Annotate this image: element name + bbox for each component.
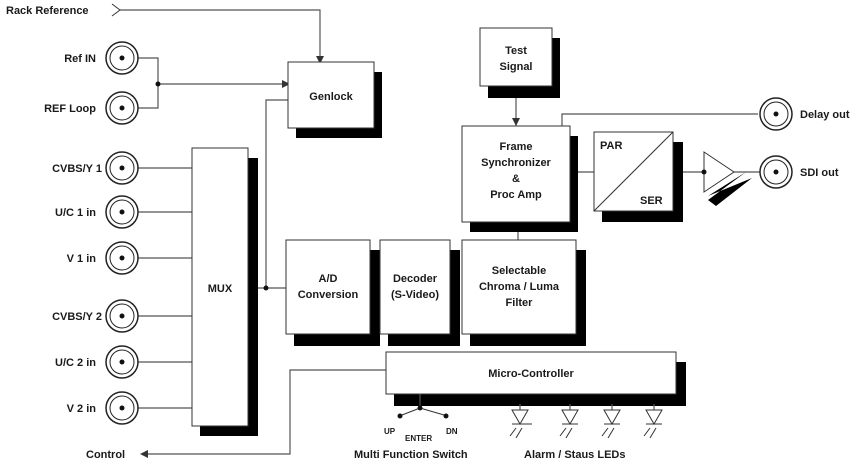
mux-label: MUX [208, 283, 233, 295]
arrow-down-icon [316, 56, 324, 64]
ref-loop-label: REF Loop [44, 103, 96, 115]
arrow-down-icon [512, 118, 520, 126]
v2-in-label: V 2 in [67, 403, 97, 415]
test-signal-block: Test Signal [479, 27, 560, 98]
cvbs-y1-label: CVBS/Y 1 [52, 163, 102, 175]
junction-dot [263, 285, 269, 291]
par-ser-block: PAR SER [593, 131, 683, 222]
ref-bus-wire [138, 57, 159, 109]
filter-block: Selectable Chroma / Luma Filter [461, 239, 586, 346]
decoder-label-line2: (S-Video) [391, 289, 439, 301]
ser-label: SER [640, 195, 663, 207]
par-label: PAR [600, 140, 622, 152]
bnc-connector-icon [105, 91, 139, 125]
micro-controller-label: Micro-Controller [488, 368, 574, 380]
switch-up-label: UP [384, 427, 396, 436]
cvbs-y2-label: CVBS/Y 2 [52, 311, 102, 323]
bnc-connector-icon [759, 97, 793, 131]
junction-dot [155, 81, 161, 87]
bnc-connector-icon [105, 391, 139, 425]
micro-controller-block: Micro-Controller [385, 351, 686, 406]
decoder-block: Decoder (S-Video) [379, 239, 460, 346]
uc2-in-label: U/C 2 in [55, 357, 96, 369]
arrow-left-icon [140, 450, 148, 458]
v1-in-label: V 1 in [67, 253, 97, 265]
labels: Rack Reference Ref IN REF Loop CVBS/Y 1 … [6, 3, 850, 461]
connectors [105, 41, 793, 425]
multi-function-switch-icon [397, 394, 449, 419]
rack-reference-wire [120, 9, 321, 62]
frame-label-line2: Synchronizer [481, 157, 551, 169]
genlock-block: Genlock [287, 61, 382, 138]
bnc-connector-icon [105, 41, 139, 75]
mux-block: MUX [191, 147, 258, 436]
genlock-down-wire [265, 99, 288, 288]
bnc-connector-icon [105, 241, 139, 275]
ref-in-label: Ref IN [64, 53, 96, 65]
frame-label-line1: Frame [499, 141, 532, 153]
arrow-right-icon [282, 80, 290, 88]
frame-label-line4: Proc Amp [490, 189, 542, 201]
ad-label-line2: Conversion [298, 289, 359, 301]
bnc-connector-icon [105, 151, 139, 185]
switch-enter-label: ENTER [405, 434, 432, 443]
filter-label-line3: Filter [506, 297, 534, 309]
delay-out-label: Delay out [800, 109, 850, 121]
led-icon [601, 404, 621, 439]
control-label: Control [86, 449, 125, 461]
chevron-right-icon [111, 3, 121, 17]
led-icon [643, 404, 663, 439]
genlock-label: Genlock [309, 91, 353, 103]
uc1-in-label: U/C 1 in [55, 207, 96, 219]
control-wire [148, 369, 386, 455]
test-label-line2: Signal [499, 61, 532, 73]
amplifier-icon [701, 151, 752, 206]
frame-synchronizer-block: Frame Synchronizer & Proc Amp [461, 125, 578, 232]
frame-label-line3: & [512, 173, 520, 185]
decoder-label-line1: Decoder [393, 273, 438, 285]
delay-out-wire [561, 113, 758, 126]
bnc-connector-icon [105, 195, 139, 229]
alarm-status-leds [509, 404, 663, 439]
filter-label-line2: Chroma / Luma [479, 281, 560, 293]
led-icon [509, 404, 532, 439]
bnc-connector-icon [105, 345, 139, 379]
bnc-connector-icon [759, 155, 793, 189]
test-label-line1: Test [505, 45, 527, 57]
ad-label-line1: A/D [319, 273, 338, 285]
multi-function-switch-label: Multi Function Switch [354, 449, 468, 461]
led-icon [559, 404, 579, 439]
sdi-out-label: SDI out [800, 167, 839, 179]
switch-dn-label: DN [446, 427, 458, 436]
ad-conversion-block: A/D Conversion [285, 239, 380, 346]
alarm-leds-label: Alarm / Staus LEDs [524, 449, 625, 461]
rack-reference-label: Rack Reference [6, 5, 89, 17]
bnc-connector-icon [105, 299, 139, 333]
filter-label-line1: Selectable [492, 265, 546, 277]
